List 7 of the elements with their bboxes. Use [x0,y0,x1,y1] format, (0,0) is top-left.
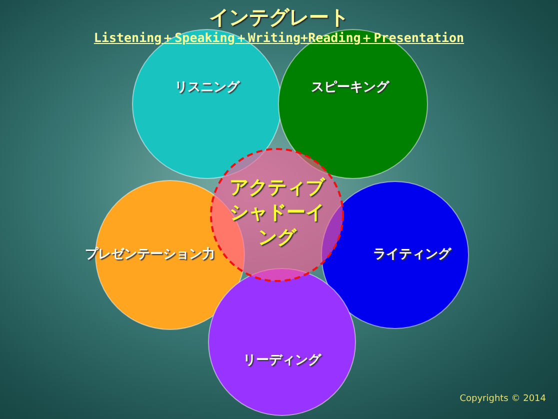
circle-label: アクティブシャドーイング [228,176,326,250]
circle-label: スピーキング [311,79,389,96]
circle-label: リスニング [174,79,240,96]
title: インテグレート [208,4,350,31]
circle-label: リーディング [243,352,321,369]
circle-label: ライティング [373,246,451,263]
copyright-notice: Copyrights © 2014 [460,394,546,404]
